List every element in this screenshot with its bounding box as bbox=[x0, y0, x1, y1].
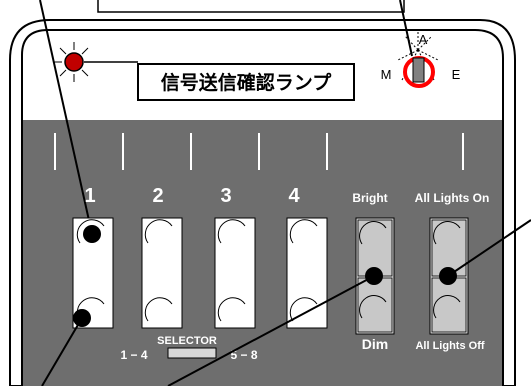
lamp-callout-label: 信号送信確認ランプ bbox=[161, 71, 332, 94]
button-4[interactable] bbox=[286, 217, 328, 329]
all-lights-off-label: All Lights Off bbox=[415, 340, 484, 352]
dial-letter-e: E bbox=[452, 67, 461, 82]
leader-line-dial bbox=[399, 0, 413, 57]
button-number-4: 4 bbox=[288, 185, 300, 207]
button-1[interactable] bbox=[72, 217, 114, 329]
button-number-3: 3 bbox=[220, 185, 231, 207]
leader-line-button1-top bbox=[39, 0, 93, 235]
signal-lamp-icon bbox=[54, 42, 94, 82]
button-number-1: 1 bbox=[84, 185, 95, 207]
column-dividers bbox=[54, 133, 464, 170]
button-2[interactable] bbox=[141, 217, 183, 329]
button-1-on-dot bbox=[83, 225, 101, 243]
all-lights-on-label: All Lights On bbox=[415, 191, 490, 205]
bright-dim-button[interactable] bbox=[355, 217, 395, 335]
dial-letter-m: M bbox=[381, 67, 392, 82]
leader-line-bright-dim bbox=[167, 275, 375, 386]
selector-left-range: 1 − 4 bbox=[120, 348, 147, 362]
mode-dial-icon[interactable]: A M E bbox=[381, 32, 461, 88]
selector-right-range: 5 − 8 bbox=[230, 348, 257, 362]
dim-label: Dim bbox=[362, 336, 388, 352]
button-number-2: 2 bbox=[152, 185, 163, 207]
lamp-callout-box bbox=[137, 63, 355, 101]
button-3[interactable] bbox=[214, 217, 256, 329]
selector-label: SELECTOR bbox=[157, 335, 217, 347]
bright-label: Bright bbox=[352, 191, 387, 205]
top-callout-box bbox=[97, 0, 405, 13]
leader-line-all-lights bbox=[447, 219, 531, 277]
leader-line-button1-bottom bbox=[41, 317, 83, 386]
selector-switch[interactable] bbox=[167, 347, 217, 359]
dial-letter-a: A bbox=[419, 32, 428, 47]
